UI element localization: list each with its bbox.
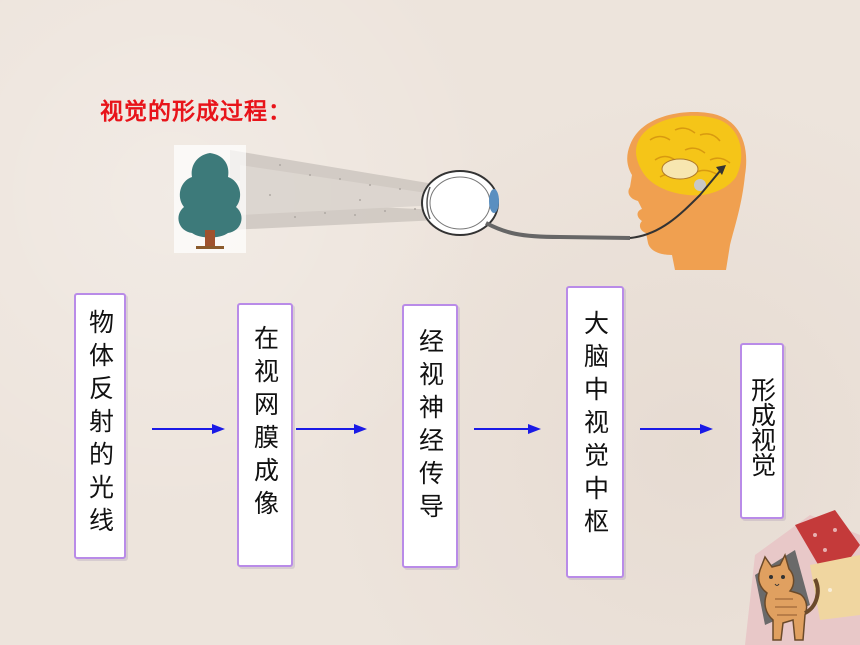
step-box-vision: 形成视觉 bbox=[740, 343, 784, 519]
step-label-optic-nerve: 经视神经传导 bbox=[415, 328, 445, 526]
arrow-right-icon bbox=[152, 424, 225, 434]
arrow-right-icon bbox=[640, 424, 713, 434]
step-box-visual-center: 大脑中视觉中枢 bbox=[566, 286, 624, 578]
slide-title: 视觉的形成过程： bbox=[100, 99, 292, 125]
step-label-light: 物体反射的光线 bbox=[85, 309, 115, 540]
step-box-light: 物体反射的光线 bbox=[74, 293, 126, 559]
step-label-retina: 在视网膜成像 bbox=[250, 325, 280, 523]
cat-decoration-icon bbox=[745, 510, 860, 645]
arrow-right-icon bbox=[474, 424, 541, 434]
light-rays bbox=[230, 150, 440, 230]
arrow-right-icon bbox=[296, 424, 367, 434]
step-label-vision: 形成视觉 bbox=[747, 377, 777, 477]
step-box-retina: 在视网膜成像 bbox=[237, 303, 293, 567]
vision-illustration bbox=[174, 112, 747, 270]
optic-nerve bbox=[485, 221, 631, 240]
tree-icon bbox=[174, 145, 246, 253]
step-label-visual-center: 大脑中视觉中枢 bbox=[580, 310, 610, 541]
head-brain-icon bbox=[627, 112, 747, 270]
eye-icon bbox=[421, 170, 499, 236]
step-box-optic-nerve: 经视神经传导 bbox=[402, 304, 458, 568]
